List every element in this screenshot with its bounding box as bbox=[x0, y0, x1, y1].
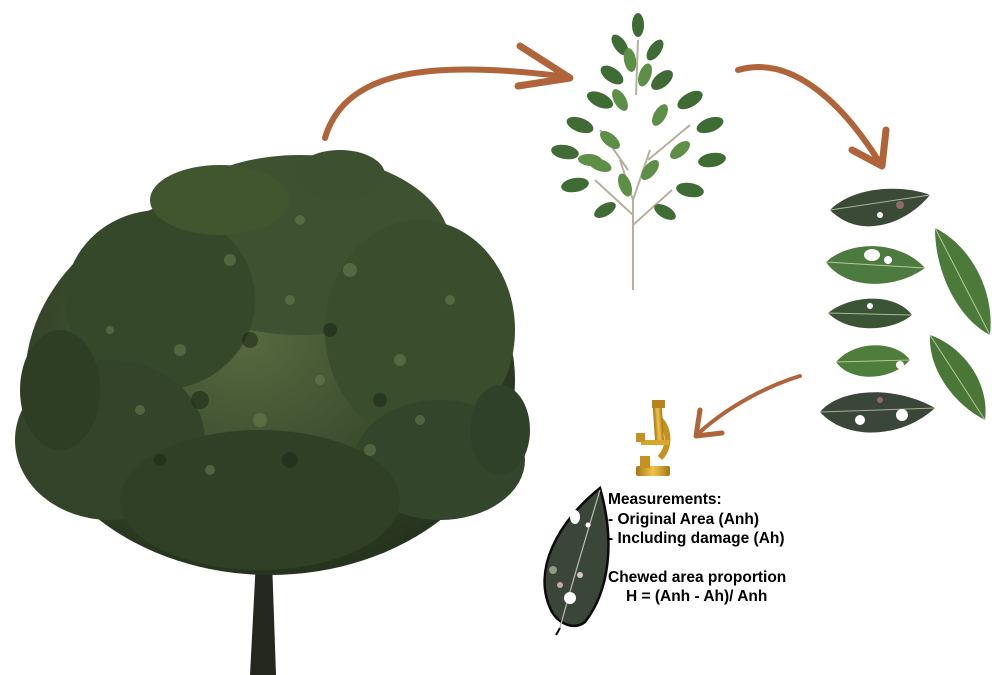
damaged-leaves-icon bbox=[820, 189, 991, 433]
branch-icon bbox=[550, 13, 727, 290]
leaf-3 bbox=[828, 299, 912, 329]
microscope-icon bbox=[636, 400, 670, 476]
leaf-1 bbox=[830, 189, 930, 227]
arrow-tree-to-branch bbox=[325, 46, 570, 138]
chewed-leaf-icon bbox=[545, 488, 609, 635]
chewed-area-title: Chewed area proportion bbox=[608, 568, 868, 588]
leaf-7 bbox=[930, 335, 986, 420]
measurements-heading: Measurements: bbox=[608, 490, 868, 510]
leaf-6 bbox=[935, 228, 991, 335]
tree-icon bbox=[15, 150, 530, 675]
arrow-branch-to-leaves bbox=[738, 67, 886, 166]
measurement-original-area: - Original Area (Anh) bbox=[608, 510, 868, 530]
arrow-leaves-to-microscope bbox=[696, 376, 800, 436]
leaf-5 bbox=[820, 392, 935, 432]
measurements-text: Measurements: - Original Area (Anh) - In… bbox=[608, 490, 868, 607]
spacer bbox=[608, 549, 868, 568]
measurement-including-damage: - Including damage (Ah) bbox=[608, 529, 868, 549]
leaf-4 bbox=[836, 345, 910, 377]
chewed-area-formula: H = (Anh - Ah)/ Anh bbox=[608, 587, 868, 607]
leaf-2 bbox=[826, 246, 925, 284]
tree-canopy bbox=[15, 150, 530, 575]
